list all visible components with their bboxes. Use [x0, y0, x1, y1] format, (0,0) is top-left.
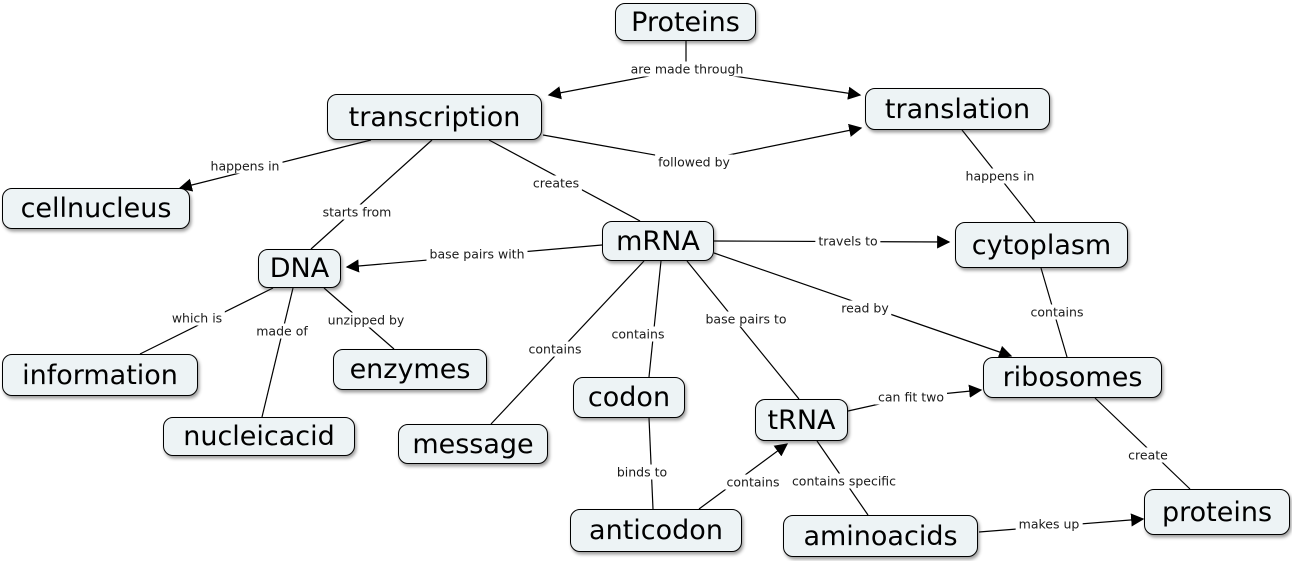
edge-label-travels-to[interactable]: travels to: [815, 233, 881, 249]
node-enzymes[interactable]: enzymes: [333, 349, 487, 390]
edge-line-contains-codon: [648, 260, 662, 378]
edge-label-contains-specific[interactable]: contains specific: [788, 473, 900, 489]
edge-line-create: [1094, 397, 1191, 490]
edge-label-base-pairs-with[interactable]: base pairs with: [426, 246, 528, 262]
edge-label-contains-message[interactable]: contains: [525, 341, 585, 357]
edge-label-create[interactable]: create: [1125, 447, 1171, 463]
node-proteins-top[interactable]: Proteins: [615, 3, 756, 41]
edge-label-followed-by[interactable]: followed by: [655, 154, 733, 170]
edge-label-happens-in-cytoplasm[interactable]: happens in: [962, 168, 1038, 184]
edge-label-which-is[interactable]: which is: [168, 310, 226, 326]
node-transcription[interactable]: transcription: [327, 94, 542, 140]
node-cellnucleus[interactable]: cellnucleus: [2, 188, 190, 229]
edge-label-creates[interactable]: creates: [529, 175, 583, 191]
edge-label-base-pairs-to[interactable]: base pairs to: [702, 311, 790, 327]
node-proteins-bottom[interactable]: proteins: [1144, 489, 1290, 535]
edge-label-read-by[interactable]: read by: [838, 300, 892, 316]
node-cytoplasm[interactable]: cytoplasm: [955, 222, 1128, 268]
node-trna[interactable]: tRNA: [755, 399, 848, 441]
edge-line-made-of: [261, 287, 294, 418]
node-nucleicacid[interactable]: nucleicacid: [163, 417, 355, 456]
node-ribosomes[interactable]: ribosomes: [983, 357, 1162, 398]
edge-line-binds-to: [648, 417, 654, 510]
node-anticodon[interactable]: anticodon: [570, 509, 742, 552]
edge-label-contains-codon[interactable]: contains: [608, 326, 668, 342]
edge-label-are-made-through[interactable]: are made through: [627, 61, 747, 77]
node-dna[interactable]: DNA: [258, 249, 341, 288]
edge-label-made-of[interactable]: made of: [253, 323, 311, 339]
node-aminoacids[interactable]: aminoacids: [783, 515, 978, 557]
edge-line-base-pairs-to: [686, 260, 800, 400]
edge-label-contains-ribosomes[interactable]: contains: [1027, 304, 1087, 320]
edge-label-binds-to[interactable]: binds to: [613, 464, 671, 480]
node-mrna[interactable]: mRNA: [602, 221, 714, 261]
edge-label-contains-trna[interactable]: contains: [723, 474, 783, 490]
edge-label-can-fit-two[interactable]: can fit two: [875, 389, 947, 405]
edge-line-starts-from: [310, 139, 433, 250]
node-message[interactable]: message: [398, 424, 548, 464]
node-information[interactable]: information: [2, 354, 198, 396]
node-codon[interactable]: codon: [573, 377, 685, 418]
edge-label-starts-from[interactable]: starts from: [319, 204, 395, 220]
node-translation[interactable]: translation: [865, 88, 1050, 130]
edge-label-happens-in-cellnucleus[interactable]: happens in: [207, 158, 283, 174]
edge-label-makes-up[interactable]: makes up: [1015, 516, 1083, 532]
edge-label-unzipped-by[interactable]: unzipped by: [324, 312, 408, 328]
